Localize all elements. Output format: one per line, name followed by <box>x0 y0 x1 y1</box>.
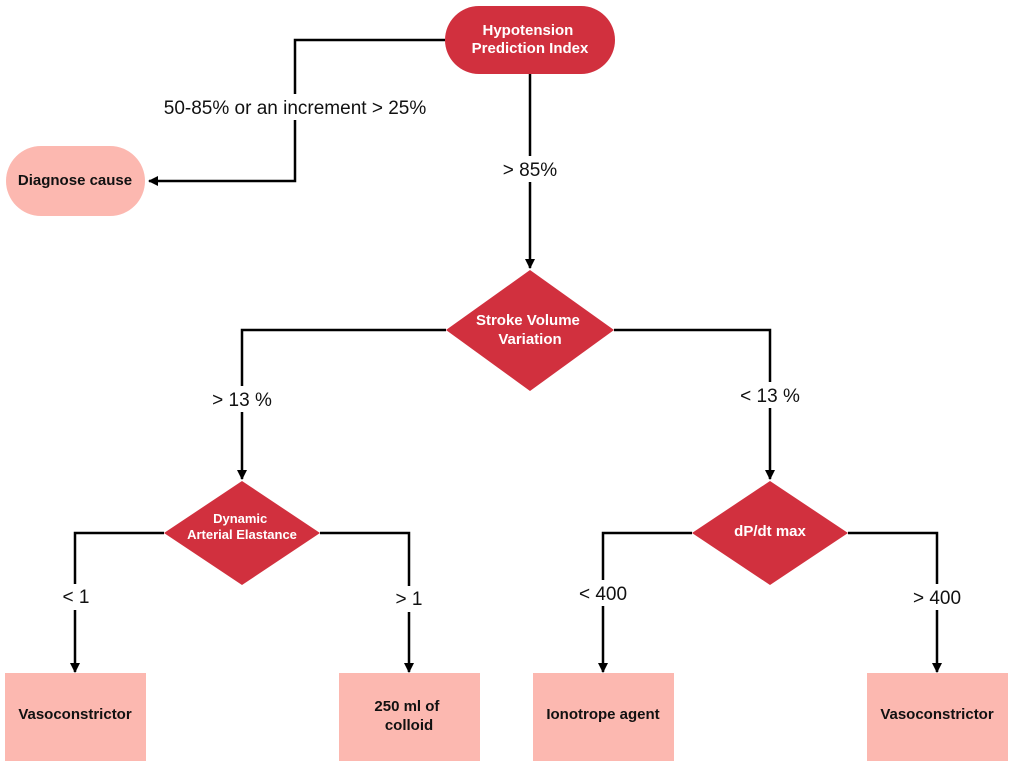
svg-text:Dynamic Arterial Elast: Dynamic Arterial Elastance <box>187 511 297 542</box>
node-label-line: colloid <box>385 717 433 734</box>
edge-svv-to-dae <box>237 328 446 480</box>
node-shape <box>446 270 614 391</box>
edge-dpdt-to-inotrope <box>598 531 692 673</box>
node-diagnose-cause: Diagnose cause <box>6 146 145 216</box>
edge-label-dae-colloid: > 1 <box>396 589 423 610</box>
node-label-line: Diagnose cause <box>18 172 132 189</box>
node-label-line: Vasoconstrictor <box>880 706 994 723</box>
svg-text:Stroke Volume Variatio: Stroke Volume Variation <box>476 312 584 348</box>
edge-dae-to-vaso-left <box>70 531 164 673</box>
node-shape <box>339 673 480 761</box>
node-label-line: 250 ml of <box>374 698 440 715</box>
edge-dpdt-to-vaso-right <box>848 531 942 673</box>
node-label-line: Ionotrope agent <box>546 706 659 723</box>
node-ionotrope-agent: Ionotrope agent <box>533 673 674 761</box>
edge-label-dpdt-vaso: > 400 <box>913 588 961 609</box>
node-hypotension-prediction-index: Hypotension Prediction Index <box>445 6 615 74</box>
node-label-line: dP/dt max <box>734 523 806 540</box>
edges <box>70 38 942 673</box>
node-shape <box>533 673 674 761</box>
node-shape <box>164 481 320 585</box>
node-label-line: Dynamic <box>213 511 267 526</box>
node-label-line: Stroke Volume <box>476 312 580 329</box>
node-shape <box>867 673 1008 761</box>
node-colloid: 250 ml of colloid <box>339 673 480 761</box>
node-vasoconstrictor-left: Vasoconstrictor <box>5 673 146 761</box>
node-dpdt-max: dP/dt max <box>692 481 848 585</box>
node-label-line: Vasoconstrictor <box>18 706 132 723</box>
node-label-line: Arterial Elastance <box>187 527 297 542</box>
edge-svv-to-dpdt <box>614 328 775 480</box>
edge-dae-to-colloid <box>320 531 414 673</box>
edge-label-hpi-svv: > 85% <box>503 160 558 181</box>
svg-text:Hypotension Prediction: Hypotension Prediction Index <box>472 22 589 57</box>
node-vasoconstrictor-right: Vasoconstrictor <box>867 673 1008 761</box>
edge-label-svv-dae: > 13 % <box>212 390 272 411</box>
edge-label-dpdt-inotrope: < 400 <box>579 584 627 605</box>
node-shape <box>692 481 848 585</box>
node-label-line: Hypotension <box>482 22 573 39</box>
edge-labels: 50-85% or an increment > 25% > 85% > 13 … <box>55 94 969 612</box>
svg-text:250 ml of colloid: 250 ml of colloid <box>374 698 443 734</box>
edge-label-hpi-diagnose: 50-85% or an increment > 25% <box>164 98 427 119</box>
edge-label-svv-dpdt: < 13 % <box>740 386 800 407</box>
node-shape <box>445 6 615 74</box>
node-label-line: Variation <box>498 331 561 348</box>
node-label-line: Prediction Index <box>472 40 589 57</box>
node-shape <box>5 673 146 761</box>
node-stroke-volume-variation: Stroke Volume Variation <box>446 270 614 391</box>
node-dynamic-arterial-elastance: Dynamic Arterial Elastance <box>164 481 320 585</box>
nodes: Hypotension Prediction Index Diagnose ca… <box>5 6 1008 761</box>
edge-label-dae-vaso: < 1 <box>63 587 90 608</box>
node-shape <box>6 146 145 216</box>
